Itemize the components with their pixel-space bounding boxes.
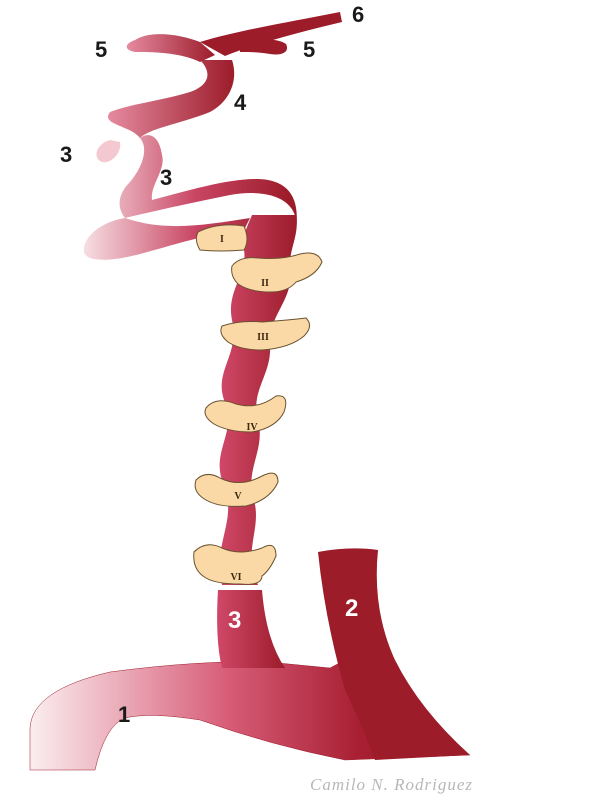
label-6: 6 [352,2,364,27]
label-4: 4 [234,90,247,115]
vertebra-label: I [220,234,224,245]
vertebra-label: IV [246,422,258,433]
label-5-right: 5 [303,37,315,62]
label-3-left: 3 [60,142,72,167]
vertebra-label: II [261,278,269,289]
artist-signature: Camilo N. Rodriguez [310,775,473,794]
branch-5-left [127,34,215,62]
vertebra-III: III [221,318,310,350]
vertebra-label: VI [230,572,241,583]
branch-3-stub [96,140,120,162]
label-2: 2 [345,595,358,622]
label-3-right: 3 [160,165,172,190]
basilar-segment [108,60,234,138]
vertebra-label: III [257,332,269,343]
vertebra-label: V [234,491,242,502]
vertebra-II: II [232,253,322,292]
label-3-trunk: 3 [228,607,241,634]
label-5-left: 5 [95,37,107,62]
label-1: 1 [118,702,130,727]
